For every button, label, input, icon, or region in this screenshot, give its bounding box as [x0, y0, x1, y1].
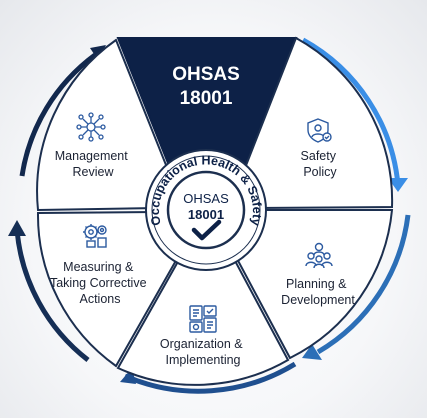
label-measuring-corrective: Measuring & Taking Corrective Actions — [50, 260, 150, 306]
center-line2: 18001 — [188, 207, 224, 222]
documents-icon — [189, 305, 217, 333]
arrow-to-planning — [316, 214, 411, 355]
arrowhead-measuring — [8, 220, 26, 236]
arrow-to-measuring — [14, 229, 90, 362]
cycle-arrows — [8, 37, 411, 394]
arrowhead-planning — [302, 344, 322, 360]
label-planning-development: Planning & Development — [281, 277, 355, 307]
center-badge: Occupational Health & Safety OHSAS 18001 — [145, 149, 267, 271]
arrowhead-safety-policy — [388, 178, 408, 192]
title-line1: OHSAS — [172, 64, 240, 85]
label-organization-implementing: Organization & Implementing — [160, 337, 246, 367]
label-safety-policy: Safety Policy — [301, 149, 340, 179]
title-line2: 18001 — [180, 88, 233, 109]
gears-icon — [83, 224, 107, 248]
network-icon — [76, 112, 106, 142]
arrow-to-management — [19, 52, 97, 177]
center-line1: OHSAS — [183, 191, 229, 206]
arrowhead-management — [90, 45, 106, 60]
team-icon — [305, 242, 333, 269]
checkmark-icon — [191, 219, 222, 241]
arrow-to-organization — [124, 361, 297, 394]
shield-person-icon — [307, 118, 332, 143]
label-management-review: Management Review — [55, 149, 131, 179]
segment-labels: Safety Policy Planning & Development Org… — [50, 149, 355, 367]
arrow-to-safety-policy — [301, 37, 401, 186]
